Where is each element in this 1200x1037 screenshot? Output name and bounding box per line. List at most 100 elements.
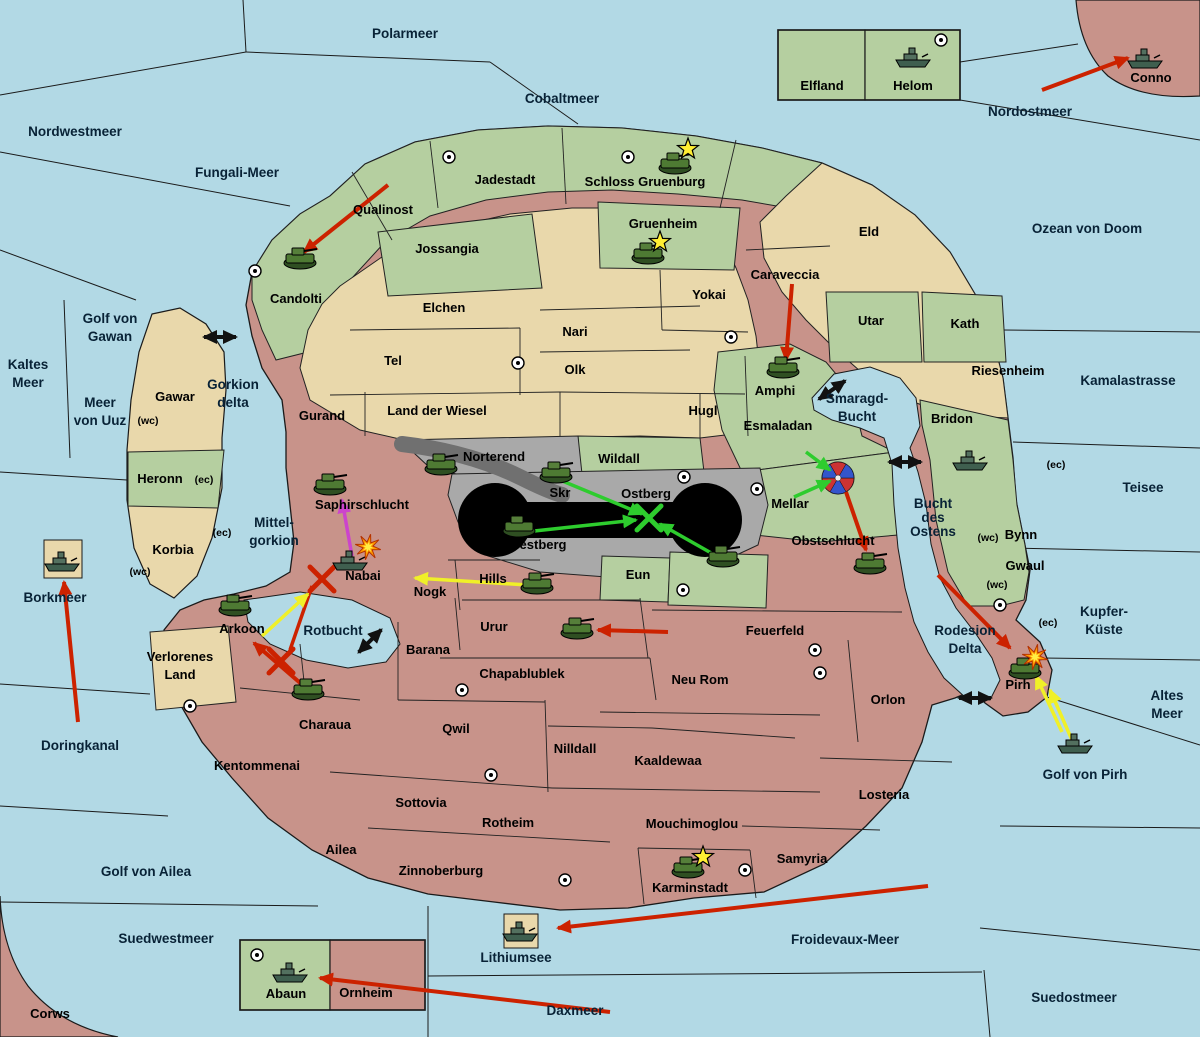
- sea-border-line: [0, 151, 291, 207]
- province-border: [367, 827, 611, 843]
- sea-border-line: [0, 249, 137, 301]
- conno-region[interactable]: [1075, 0, 1200, 98]
- sea-label-nordostmeer: Nordostmeer: [988, 104, 1073, 119]
- region-label-ornheim: Ornheim: [339, 985, 392, 1000]
- army-unit[interactable]: [520, 572, 555, 595]
- move-arrow-magenta: [337, 498, 354, 557]
- center-black-lobe: [668, 483, 742, 557]
- sea-label-meer: Meer: [1151, 706, 1183, 721]
- patch-amphi-esmaladan[interactable]: [713, 343, 897, 473]
- fleet-unit[interactable]: [895, 47, 931, 68]
- region-label-zinnoberburg: Zinnoberburg: [399, 863, 484, 878]
- sea-label-mittel: Mittel-: [254, 515, 294, 530]
- fleet-unit[interactable]: [952, 450, 988, 471]
- patch-kath[interactable]: [921, 291, 1007, 363]
- fleet-unit[interactable]: [1127, 48, 1163, 69]
- sea-border-line: [1012, 441, 1200, 449]
- region-label-losteria: Losteria: [859, 787, 910, 802]
- region-label-elchen: Elchen: [423, 300, 466, 315]
- army-unit[interactable]: [539, 461, 574, 484]
- region-label-esmaladan: Esmaladan: [744, 418, 813, 433]
- sea-border-line: [983, 969, 991, 1037]
- region-label-riesenheim: Riesenheim: [972, 363, 1045, 378]
- coast-label-ec: (ec): [1047, 459, 1066, 471]
- army-unit[interactable]: [631, 242, 666, 265]
- supply-center: [934, 33, 948, 47]
- supply-center: [993, 598, 1007, 612]
- patch-green-north[interactable]: [251, 125, 863, 361]
- patch-jossangia[interactable]: [377, 213, 543, 297]
- province-border: [651, 727, 796, 739]
- coast-label-ec: (ec): [195, 474, 214, 486]
- patch-east-strip[interactable]: [919, 399, 1030, 607]
- sea-label-gorkion: gorkion: [249, 533, 299, 548]
- supply-center: [813, 666, 827, 680]
- fleet-unit[interactable]: [502, 921, 538, 942]
- patch-gruenheim[interactable]: [597, 201, 741, 271]
- patch-wildall[interactable]: [577, 435, 705, 473]
- fleet-unit[interactable]: [1057, 733, 1093, 754]
- region-label-kentommenai: Kentommenai: [214, 758, 300, 773]
- army-unit[interactable]: [658, 152, 693, 175]
- army-unit[interactable]: [502, 515, 537, 538]
- region-label-barana: Barana: [406, 642, 451, 657]
- move-arrow-red: [936, 573, 1012, 650]
- region-label-feuerfeld: Feuerfeld: [746, 623, 805, 638]
- region-label-corws: Corws: [30, 1006, 70, 1021]
- army-unit[interactable]: [218, 594, 253, 617]
- army-unit[interactable]: [424, 453, 459, 476]
- move-arrow-red: [58, 580, 80, 723]
- province-border: [741, 825, 881, 831]
- sea-label-golf-von: Golf von: [83, 311, 138, 326]
- patch-utar[interactable]: [825, 291, 923, 363]
- sea-border-line: [1002, 329, 1200, 333]
- sea-label-des: des: [921, 510, 944, 525]
- region-label-eun: Eun: [626, 567, 651, 582]
- sea-label-borkmeer: Borkmeer: [23, 590, 87, 605]
- army-unit[interactable]: [291, 678, 326, 701]
- supply-center: [442, 150, 456, 164]
- sea-label-doringkanal: Doringkanal: [41, 738, 119, 753]
- army-unit[interactable]: [766, 356, 801, 379]
- province-border: [329, 771, 553, 789]
- region-label-nilldall: Nilldall: [554, 741, 597, 756]
- sea-border-line: [0, 51, 247, 96]
- region-label-yokai: Yokai: [692, 287, 726, 302]
- coast-label-wc: (wc): [978, 532, 999, 544]
- sea-label-ozean-von-doom: Ozean von Doom: [1032, 221, 1142, 236]
- patch-verlorenes-land[interactable]: [149, 625, 237, 711]
- fleet-unit[interactable]: [44, 551, 80, 572]
- region-label-gruenheim: Gruenheim: [629, 216, 698, 231]
- sea-border-line: [242, 0, 247, 53]
- sea-label-ostens: Ostens: [910, 524, 956, 539]
- army-unit[interactable]: [560, 617, 595, 640]
- province-border: [397, 699, 546, 703]
- region-label-bynn: Bynn: [1005, 527, 1038, 542]
- move-arrow-red: [780, 283, 795, 362]
- patch-heronn[interactable]: [127, 449, 225, 509]
- army-unit[interactable]: [853, 552, 888, 575]
- army-unit[interactable]: [706, 545, 741, 568]
- sea-border-line: [427, 971, 983, 977]
- region-label-westberg: Westberg: [508, 537, 567, 552]
- region-label-mouchimoglou: Mouchimoglou: [646, 816, 738, 831]
- move-arrow-green: [804, 450, 832, 472]
- region-label-chapablublek: Chapablublek: [479, 666, 565, 681]
- standoff-x-mark: [307, 564, 337, 594]
- region-label-rotheim: Rotheim: [482, 815, 534, 830]
- coast-label-ec: (ec): [213, 527, 232, 539]
- fleet-unit[interactable]: [272, 962, 308, 983]
- army-unit[interactable]: [283, 247, 318, 270]
- fleet-unit[interactable]: [332, 550, 368, 571]
- corws-region[interactable]: [0, 895, 119, 1037]
- sea-label-kaltes: Kaltes: [8, 357, 49, 372]
- region-label-jadestadt: Jadestadt: [475, 172, 536, 187]
- army-unit[interactable]: [313, 473, 348, 496]
- coast-label-wc: (wc): [987, 579, 1008, 591]
- region-label-olk: Olk: [565, 362, 587, 377]
- abaun-ornheim-box: [239, 939, 426, 1011]
- province-border: [847, 639, 859, 743]
- supply-center: [511, 356, 525, 370]
- region-label-samyria: Samyria: [777, 851, 828, 866]
